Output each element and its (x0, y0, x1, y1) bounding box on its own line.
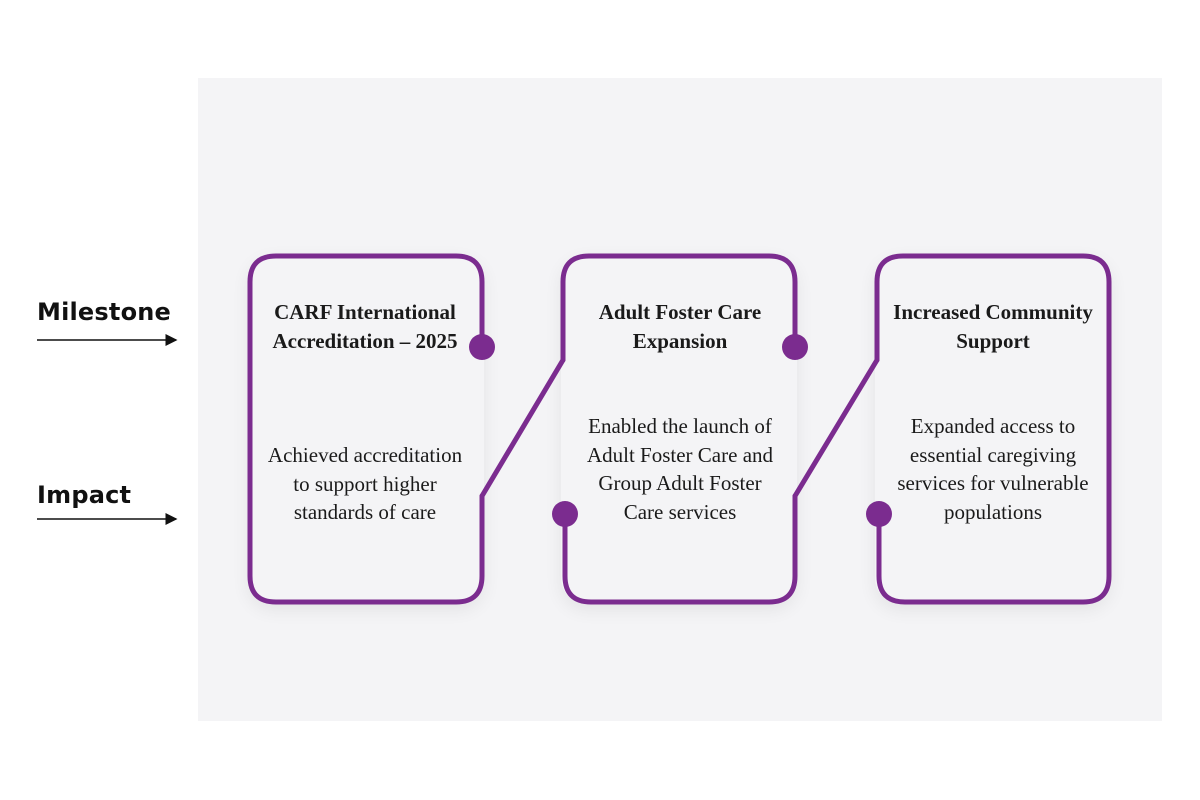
milestone-card-3 (875, 254, 1111, 604)
dot-card-3-bottom (866, 501, 892, 527)
milestone-card-1 (248, 254, 484, 604)
impact-row-label: Impact (37, 481, 132, 509)
card-1-outline (247, 253, 485, 605)
milestone-card-2 (561, 254, 797, 604)
milestone-title-3: Increased Community Support (893, 300, 1093, 353)
connector-2-3 (792, 357, 880, 499)
dot-card-1 (469, 334, 495, 360)
dot-card-2-top (782, 334, 808, 360)
milestone-title-2: Adult Foster Care Expansion (598, 300, 762, 353)
card-3-outline (874, 253, 1112, 605)
milestone-row-label: Milestone (37, 298, 172, 326)
impact-text-2: Enabled the launch of Adult Foster Care … (586, 414, 774, 524)
dot-card-2-bottom (552, 501, 578, 527)
impact-text-3: Expanded access to essential caregiving … (897, 414, 1089, 524)
connector-1-2 (479, 357, 566, 499)
milestone-title-1: CARF International Accreditation – 2025 (272, 300, 458, 353)
impact-text-1: Achieved accreditation to support higher… (267, 443, 463, 524)
card-2-outline (560, 253, 798, 605)
